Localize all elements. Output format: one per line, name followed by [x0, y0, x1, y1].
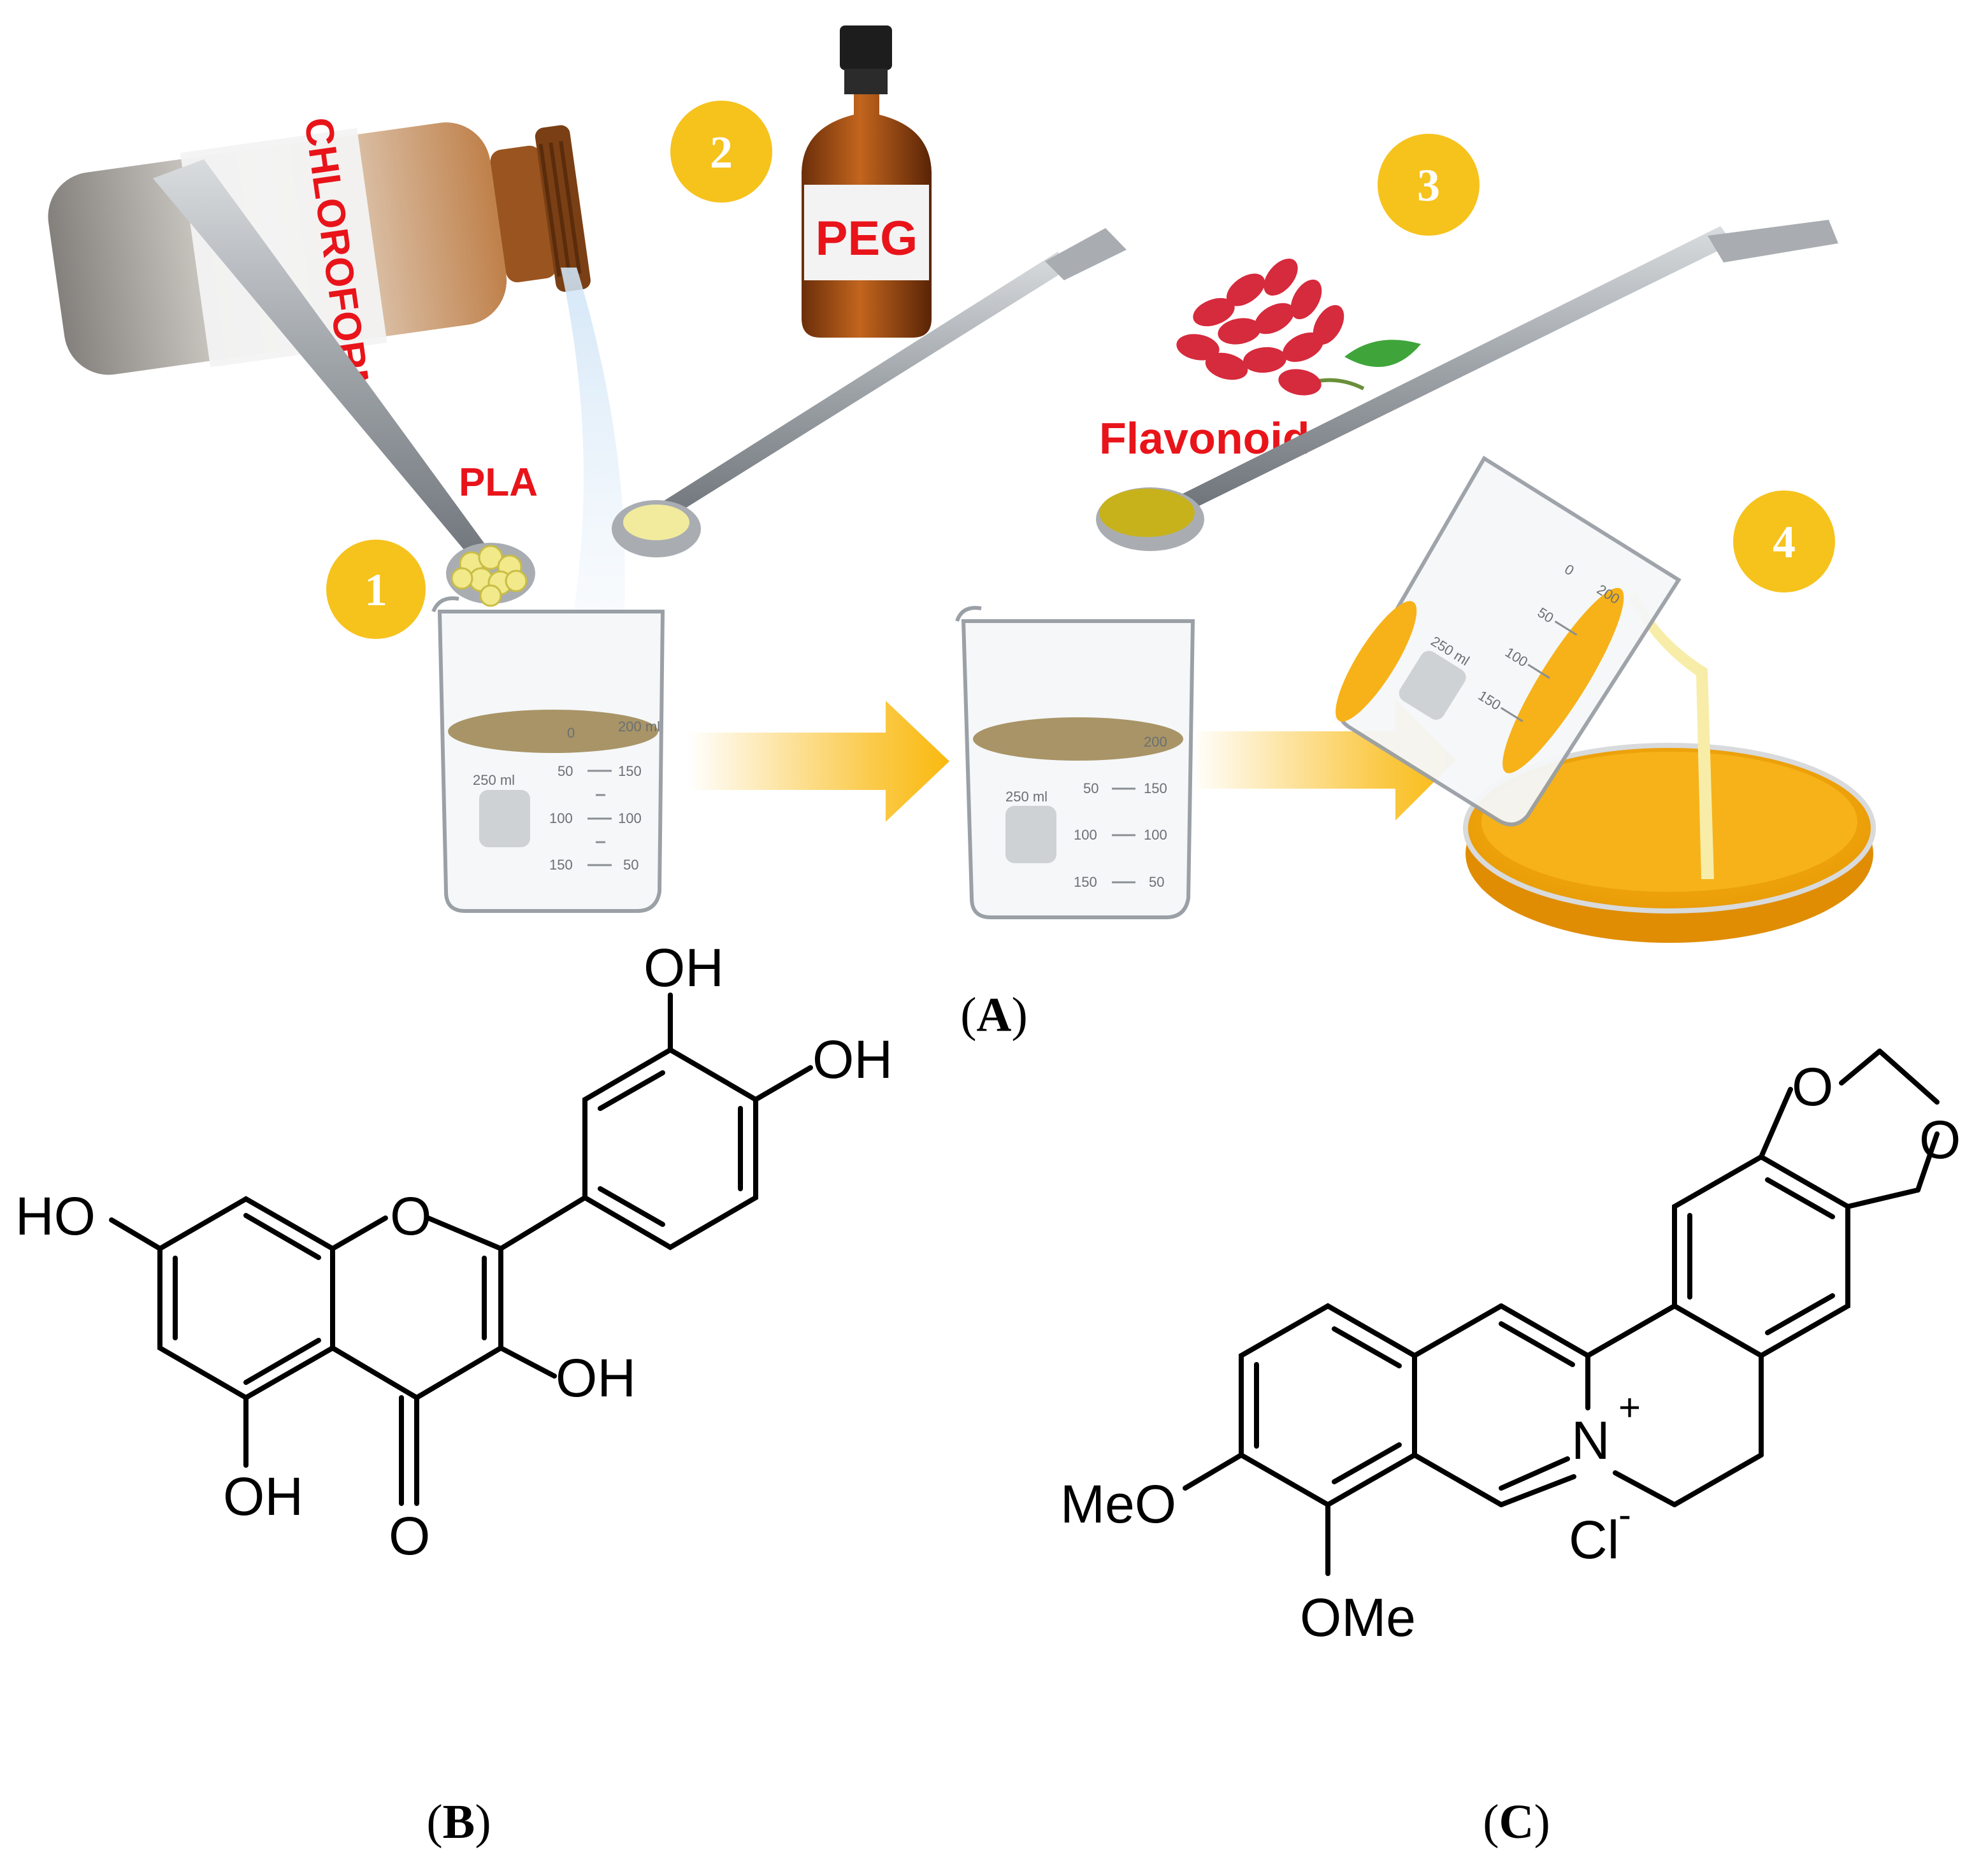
caption-b-letter: B: [443, 1795, 475, 1849]
solvent-stream: [561, 268, 626, 612]
caption-b-open: (: [426, 1795, 442, 1849]
atom-ome: OMe: [1300, 1588, 1416, 1647]
atom-o-top: O: [1792, 1057, 1833, 1117]
beaker-1-mark: 0: [567, 725, 575, 741]
caption-b: (B): [426, 1795, 491, 1849]
atom-cl-charge: -: [1618, 1493, 1631, 1536]
spatula-1: [153, 159, 535, 607]
spatula-3: [1096, 220, 1838, 551]
beaker-2: 250 ml 50 100 150 200 150 100 50: [955, 606, 1195, 919]
beaker-2-mark: 200: [1144, 734, 1167, 750]
caption-a-close: ): [1011, 988, 1027, 1042]
peg-label: PEG: [816, 211, 918, 266]
step-2-badge: 2: [670, 101, 772, 203]
berberine-ring-d: [1672, 1154, 1850, 1359]
panel-c-atoms: O O N + Cl - MeO OMe: [1060, 1057, 1961, 1647]
beaker-2-mark: 150: [1074, 874, 1097, 890]
atom-oh-right: OH: [812, 1029, 893, 1089]
step-2-number: 2: [710, 127, 733, 178]
berberine-ring-a: [1239, 1303, 1417, 1508]
atom-o-keto: O: [389, 1506, 430, 1566]
process-arrow-1: [688, 701, 949, 822]
atom-oh-3: OH: [556, 1348, 636, 1408]
panel-b: [109, 993, 813, 1506]
pour-stream: [1628, 592, 1714, 879]
beaker-1-mark: 50: [558, 763, 573, 779]
panel-a: CHLOROFORM PLA 1 250 ml 0: [48, 25, 1876, 1042]
beaker-1-mark: 150: [549, 857, 573, 873]
quercetin-ring-b: [582, 1047, 758, 1251]
step-1-number: 1: [364, 564, 387, 615]
beaker-1-mark: 50: [623, 857, 638, 873]
caption-a: (A): [960, 988, 1028, 1042]
berberine-ring-b: [1412, 1303, 1590, 1507]
spatula-2: [612, 228, 1127, 557]
panel-b-atoms: OH OH HO O OH OH O: [15, 938, 893, 1566]
atom-oh-5: OH: [223, 1466, 303, 1526]
caption-c-open: (: [1483, 1795, 1499, 1849]
caption-c-close: ): [1534, 1795, 1550, 1849]
atom-o-right: O: [1919, 1110, 1961, 1170]
atom-n-charge: +: [1618, 1386, 1641, 1429]
beaker-1-mark: 150: [618, 763, 642, 779]
process-arrow-2: [1192, 699, 1456, 821]
step-4-number: 4: [1773, 517, 1796, 568]
caption-b-close: ): [475, 1795, 491, 1849]
step-4-badge: 4: [1733, 491, 1835, 592]
beaker-1-volume: 250 ml: [473, 772, 515, 788]
caption-c: (C): [1483, 1795, 1550, 1849]
beaker-2-mark: 50: [1149, 874, 1164, 890]
beaker-1: 250 ml 0 50 100 150 200 ml 150 100 50: [431, 596, 665, 913]
beaker-2-mark: 50: [1083, 780, 1098, 796]
atom-cl: Cl: [1569, 1510, 1619, 1570]
atom-n: N: [1571, 1410, 1610, 1470]
beaker-1-mark: 100: [549, 810, 573, 826]
atom-ho-left: HO: [15, 1186, 96, 1246]
peg-bottle: [802, 25, 932, 338]
quercetin-ring-c: [330, 1215, 503, 1400]
atom-oh-top: OH: [644, 938, 724, 998]
barberry-plant: [1176, 258, 1421, 396]
caption-c-letter: C: [1499, 1795, 1534, 1849]
beaker-2-mark: 100: [1074, 827, 1097, 843]
beaker-1-mark: 200 ml: [618, 719, 660, 735]
beaker-2-volume: 250 ml: [1005, 789, 1048, 805]
caption-a-letter: A: [977, 988, 1012, 1042]
beaker-2-mark: 150: [1144, 780, 1167, 796]
beaker-1-mark: 100: [618, 810, 642, 826]
step-3-badge: 3: [1378, 134, 1480, 236]
quercetin-ring-a: [157, 1196, 335, 1400]
caption-a-open: (: [960, 988, 976, 1042]
panel-c: [1183, 1049, 1940, 1576]
pla-label: PLA: [459, 461, 538, 505]
berberine-dioxole: [1759, 1049, 1940, 1209]
beaker-3: 250 ml 0 50 100 150 200: [1336, 455, 1682, 827]
step-1-badge: 1: [326, 540, 426, 639]
atom-meo: MeO: [1060, 1474, 1176, 1534]
step-3-number: 3: [1417, 160, 1440, 211]
berberine-ring-c: [1585, 1303, 1764, 1507]
petri-dish: [1463, 743, 1876, 943]
atom-o-ring: O: [390, 1186, 431, 1246]
beaker-2-mark: 100: [1144, 827, 1167, 843]
